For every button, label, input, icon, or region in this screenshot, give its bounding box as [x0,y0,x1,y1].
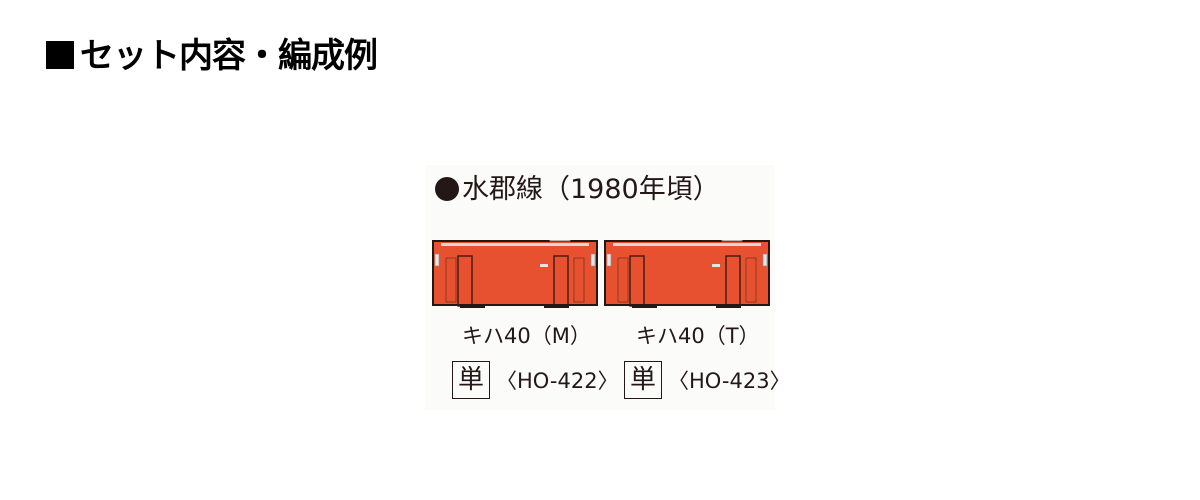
car-code-row-2: 単 〈HO-423〉 [624,360,791,400]
car-code-row-1: 単 〈HO-422〉 [452,360,619,400]
car-name-2: キハ40（T） [636,324,760,348]
product-code: 〈HO-422〉 [496,369,619,393]
car-name-1: キハ40（M） [462,324,591,348]
single-sale-badge: 単 [624,361,662,399]
section-heading: セット内容・編成例 [46,34,378,78]
railcar-illustration-2 [604,240,770,308]
line-title-text: 水郡線（1980年頃） [462,174,720,205]
circle-bullet-icon [435,177,459,201]
line-title: 水郡線（1980年頃） [435,170,720,210]
single-sale-badge: 単 [452,361,490,399]
railcar-kiha40-icon [604,240,770,308]
railcar-kiha40-icon [432,240,598,308]
railcar-illustration-1 [432,240,598,308]
square-bullet-icon [46,41,74,69]
product-code: 〈HO-423〉 [668,369,791,393]
section-heading-text: セット内容・編成例 [80,36,378,76]
